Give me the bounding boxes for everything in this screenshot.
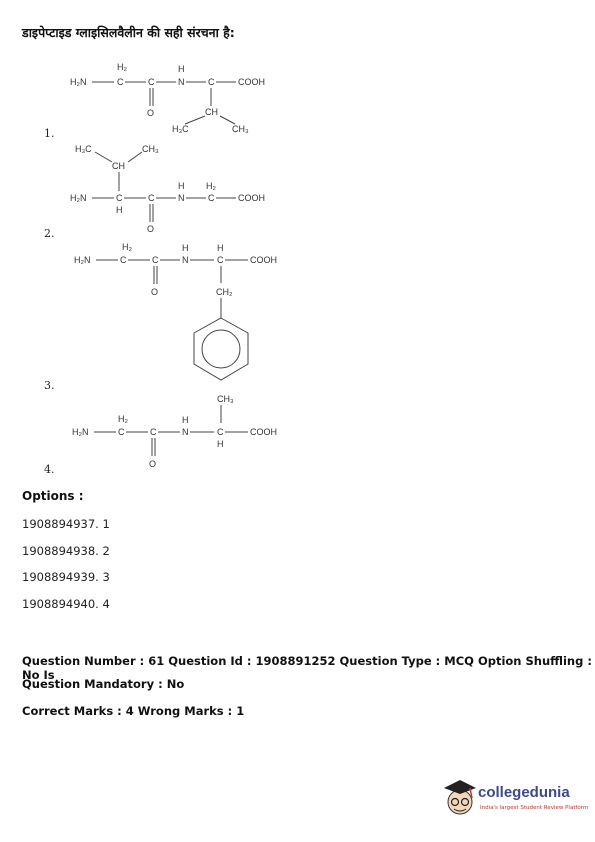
option-2[interactable]: 1908894938. 2 <box>22 544 110 558</box>
label-c3: C <box>208 77 215 87</box>
label-n: N <box>182 255 189 265</box>
label-h: H <box>178 181 185 191</box>
label-o: O <box>147 224 154 234</box>
label-ch2: CH₂ <box>216 287 233 297</box>
label-c2: C <box>150 427 157 437</box>
label-c1: C <box>118 427 125 437</box>
label-ch3: CH₃ <box>142 144 159 154</box>
logo-tagline: India's largest Student Review Platform <box>480 805 589 811</box>
label-ch: CH <box>205 107 218 117</box>
label-c2: C <box>152 255 159 265</box>
label-h2: H₂ <box>122 242 132 252</box>
logo-wordmark: collegedunia <box>478 784 570 801</box>
label-cooh: COOH <box>250 427 277 437</box>
label-c1: C <box>116 193 123 203</box>
label-h-low: H <box>116 205 123 215</box>
label-h3c: H₃C <box>172 124 189 134</box>
label-cooh: COOH <box>250 255 277 265</box>
structure-number-2: 2. <box>44 227 55 240</box>
question-text: डाइपेप्टाइड ग्लाइसिलवैलीन की सही संरचना … <box>22 25 235 40</box>
label-o: O <box>147 108 154 118</box>
label-c3: C <box>208 193 215 203</box>
structure-number-1: 1. <box>44 127 55 140</box>
question-meta-line-2: Question Mandatory : No <box>22 677 185 691</box>
label-h2: H₂ <box>206 181 216 191</box>
label-ch3: CH₃ <box>232 124 249 134</box>
mascot-logo-icon <box>444 780 476 815</box>
structure-number-4: 4. <box>44 463 55 476</box>
label-c1: C <box>117 77 124 87</box>
label-c2: C <box>148 193 155 203</box>
options-heading: Options : <box>22 489 84 503</box>
label-c3: C <box>217 427 224 437</box>
label-c1: C <box>120 255 127 265</box>
label-h2n: H₂N <box>70 77 87 87</box>
label-cooh: COOH <box>238 193 265 203</box>
option-1[interactable]: 1908894937. 1 <box>22 517 110 531</box>
label-ch3: CH₃ <box>217 394 234 404</box>
structure-number-3: 3. <box>44 379 55 392</box>
label-h2: H₂ <box>118 414 128 424</box>
option-4[interactable]: 1908894940. 4 <box>22 597 110 611</box>
label-h2n: H₂N <box>72 427 89 437</box>
label-o: O <box>151 287 158 297</box>
label-o: O <box>149 459 156 469</box>
label-h-c: H <box>217 243 224 253</box>
question-meta-line-1: Question Number : 61 Question Id : 19088… <box>22 654 592 682</box>
label-h3c: H₃C <box>75 144 92 154</box>
label-h-n: H <box>182 415 189 425</box>
label-ch: CH <box>112 161 125 171</box>
label-c2: C <box>148 77 155 87</box>
label-n: N <box>178 77 185 87</box>
question-meta-line-3: Correct Marks : 4 Wrong Marks : 1 <box>22 704 245 718</box>
label-c3: C <box>217 255 224 265</box>
label-n: N <box>178 193 185 203</box>
label-h2: H₂ <box>117 62 127 72</box>
label-h-n: H <box>182 243 189 253</box>
label-h2n: H₂N <box>74 255 91 265</box>
option-3[interactable]: 1908894939. 3 <box>22 570 110 584</box>
label-n: N <box>182 427 189 437</box>
label-h2n: H₂N <box>70 193 87 203</box>
label-h: H <box>178 64 185 74</box>
label-h-low: H <box>217 439 224 449</box>
label-cooh: COOH <box>238 77 265 87</box>
